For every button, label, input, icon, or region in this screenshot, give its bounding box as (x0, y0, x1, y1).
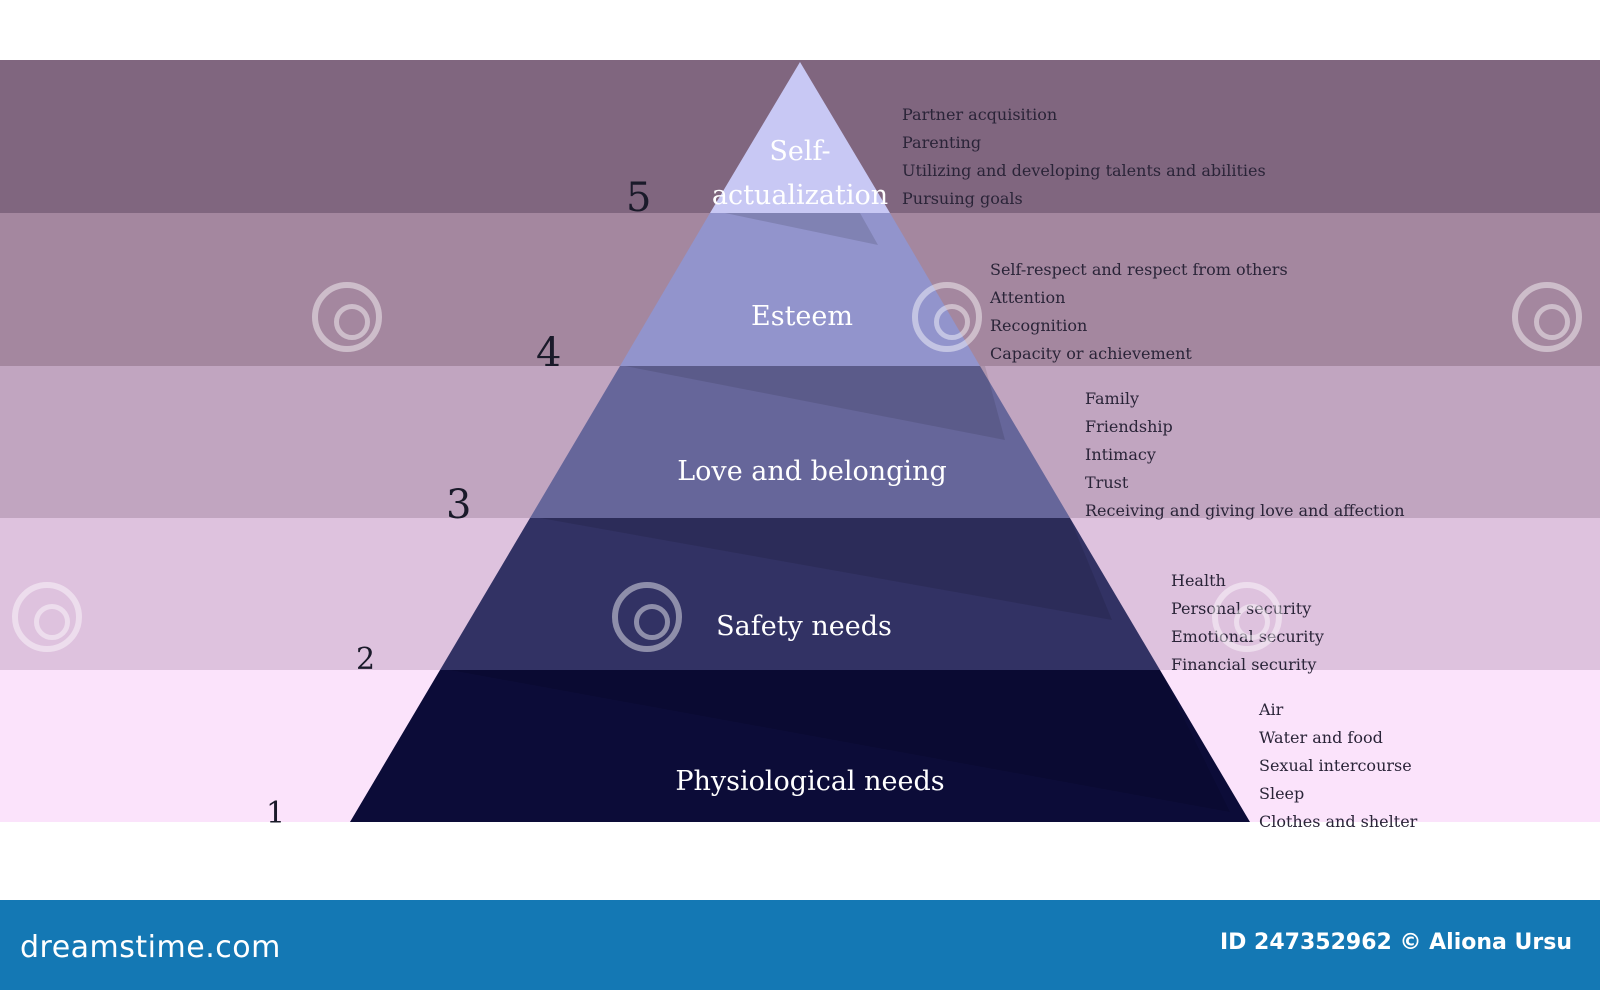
list-item: Family (1085, 389, 1139, 408)
list-item: Water and food (1259, 728, 1383, 747)
list-item: Receiving and giving love and affection (1085, 501, 1405, 520)
tier-shading (450, 670, 1230, 812)
image-credit: ID 247352962 © Aliona Ursu (1219, 930, 1572, 955)
watermark-spiral-icon (612, 582, 682, 652)
list-item: Parenting (902, 133, 982, 152)
site-logo[interactable]: dreamstime.com (20, 930, 281, 965)
list-item: Clothes and shelter (1259, 812, 1418, 831)
needs-list-level-5: Partner acquisition Parenting Utilizing … (902, 101, 1266, 213)
watermark-spiral-icon (12, 582, 82, 652)
watermark-spiral-icon (1212, 582, 1282, 652)
tier-shading (540, 518, 1112, 620)
list-item: Friendship (1085, 417, 1173, 436)
list-item: Recognition (990, 316, 1088, 335)
title-line: actualization (711, 180, 889, 211)
pyramid-tier-5 (710, 62, 890, 213)
list-item: Pursuing goals (902, 189, 1023, 208)
footer-bar (0, 900, 1600, 990)
level-number-1: 1 (266, 796, 286, 831)
title-line: Physiological needs (675, 766, 945, 797)
level-title-esteem: Esteem (751, 295, 853, 339)
title-line: Safety needs (716, 611, 892, 642)
title-line: Self- (769, 136, 831, 167)
list-item: Self-respect and respect from others (990, 260, 1288, 279)
list-item: Utilizing and developing talents and abi… (902, 161, 1266, 180)
list-item: Attention (990, 288, 1066, 307)
list-item: Health (1171, 571, 1226, 590)
level-number-2: 2 (356, 642, 376, 677)
pyramid-tier-1 (350, 670, 1250, 822)
needs-list-level-1: Air Water and food Sexual intercourse Sl… (1259, 696, 1417, 836)
level-number-3: 3 (446, 482, 472, 528)
list-item: Sexual intercourse (1259, 756, 1412, 775)
level-title-physiological: Physiological needs (675, 760, 944, 804)
list-item: Partner acquisition (902, 105, 1058, 124)
level-number-5: 5 (626, 175, 652, 221)
watermark-spiral-icon (1512, 282, 1582, 352)
watermark-spiral-icon (312, 282, 382, 352)
level-title-love-belonging: Love and belonging (677, 450, 947, 494)
needs-list-level-4: Self-respect and respect from others Att… (990, 256, 1288, 368)
title-line: Esteem (751, 301, 853, 332)
tier-shading (625, 366, 1005, 440)
level-title-self-actualization: Self- actualization (712, 130, 888, 218)
list-item: Trust (1085, 473, 1129, 492)
list-item: Air (1259, 700, 1284, 719)
level-number-4: 4 (536, 330, 562, 376)
level-title-safety: Safety needs (716, 605, 892, 649)
title-line: Love and belonging (677, 456, 947, 487)
tier-shading (725, 213, 878, 245)
list-item: Intimacy (1085, 445, 1156, 464)
list-item: Capacity or achievement (990, 344, 1192, 363)
pyramid-tier-4 (620, 213, 980, 366)
pyramid-tier-3 (530, 366, 1070, 518)
watermark-spiral-icon (912, 282, 982, 352)
list-item: Sleep (1259, 784, 1305, 803)
needs-list-level-3: Family Friendship Intimacy Trust Receivi… (1085, 385, 1405, 525)
list-item: Financial security (1171, 655, 1317, 674)
